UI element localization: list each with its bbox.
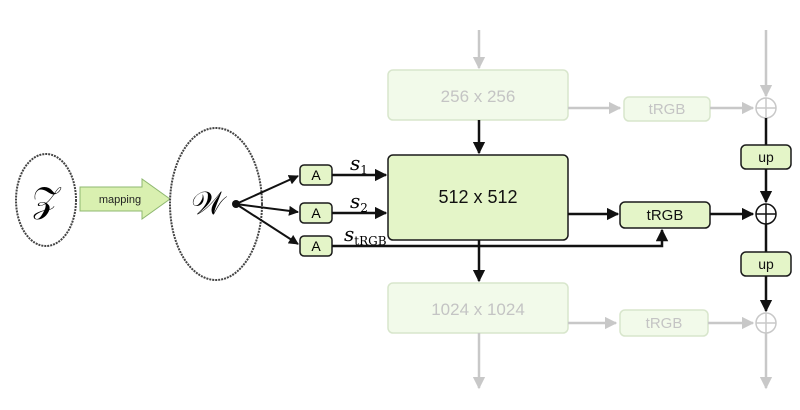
w-symbol: 𝒲 bbox=[191, 184, 227, 222]
affine-label-3: A bbox=[311, 238, 321, 254]
style-srgb-label: stRGB bbox=[344, 222, 387, 248]
srgb-arrow bbox=[332, 228, 669, 248]
w-to-a2-arrow bbox=[235, 203, 299, 216]
block-256-label: 256 x 256 bbox=[441, 87, 516, 106]
w-to-a3-arrow bbox=[235, 203, 299, 245]
mapping-arrow bbox=[79, 178, 171, 220]
block-1024-label: 1024 x 1024 bbox=[431, 300, 525, 319]
trgb-bottom-label: tRGB bbox=[646, 315, 683, 332]
up-label-upper: up bbox=[758, 149, 774, 165]
z-space-ellipse bbox=[15, 153, 77, 247]
up-label-lower: up bbox=[758, 256, 774, 272]
affine-label-1: A bbox=[311, 167, 321, 183]
z-symbol: 𝒵 bbox=[32, 180, 62, 221]
trgb-main-label: tRGB bbox=[647, 207, 684, 224]
block-512-label: 512 x 512 bbox=[438, 187, 517, 207]
w-to-a1-arrow bbox=[235, 175, 299, 205]
trgb-top-label: tRGB bbox=[649, 101, 686, 118]
affine-label-2: A bbox=[311, 205, 321, 221]
style-s1-label: s1 bbox=[350, 151, 368, 177]
mapping-label: mapping bbox=[99, 194, 141, 206]
w-space-ellipse bbox=[169, 127, 263, 281]
style-s2-label: s2 bbox=[350, 189, 368, 215]
